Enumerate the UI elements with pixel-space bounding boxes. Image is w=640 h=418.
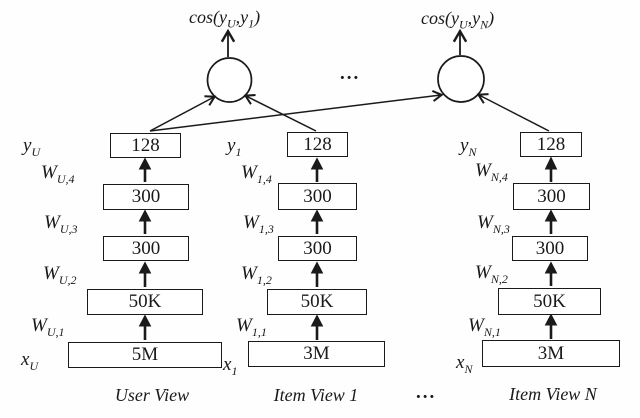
connector-user-to-node1 [149,95,217,132]
cos-sub1: U [458,17,468,32]
user-tower-arrows [138,157,152,340]
user-weight-3: WU,3 [44,213,78,235]
user-input-label: xU [21,350,38,372]
user-layer-128: 128 [110,133,181,158]
user-view-caption: User View [114,385,190,405]
label-sub: 1 [231,363,238,378]
label-sub: N [468,144,477,159]
user-weight-1: WU,1 [31,316,65,338]
item1-weight-2: W1,2 [241,264,272,286]
cos-suffix: ) [254,7,261,27]
itemN-layer-128: 128 [520,132,582,157]
label-sub: 1,1 [251,324,267,339]
ellipsis-top: ... [340,63,361,84]
label-main: W [31,315,47,336]
user-weight-2: WU,2 [43,264,77,286]
label-sub: N,1 [483,324,501,339]
itemN-weight-3: WN,3 [477,213,510,235]
label-sub: N,4 [490,169,508,184]
label-main: y [227,135,236,156]
item1-weight-4: W1,4 [241,163,272,185]
label-sub: U,1 [46,324,65,339]
user-weight-4: WU,4 [41,163,75,185]
label-sub: 1,3 [258,221,274,236]
user-layer-5m: 5M [68,342,222,368]
label-main: W [477,212,493,233]
ellipsis-bottom: ... [416,382,437,403]
cos-sub2: N [480,17,489,32]
label-sub: U,4 [56,171,75,186]
label-main: W [43,263,59,284]
item-view-n-caption: Item View N [509,384,597,404]
label-main: y [460,135,469,156]
label-main: x [456,352,465,373]
user-layer-50k: 50K [87,289,203,315]
itemN-layer-50k: 50K [498,288,601,315]
label-main: W [243,212,259,233]
label-main: W [44,212,60,233]
item1-output-label: y1 [227,136,241,158]
itemN-tower-arrows [544,156,558,339]
item1-layer-300a: 300 [278,183,357,210]
user-layer-300b: 300 [103,236,189,261]
label-sub: 1,2 [256,272,272,287]
item1-layer-50k: 50K [267,289,367,315]
label-sub: 1,4 [256,171,272,186]
itemN-layer-3m: 3M [482,340,620,367]
connector-item1-to-node1 [243,94,317,132]
label-sub: N,3 [492,221,510,236]
item-view-1-caption: Item View 1 [273,385,359,405]
label-sub: U [31,144,41,159]
user-layer-300a: 300 [103,184,189,210]
label-main: W [241,263,257,284]
cosine-node-1 [206,57,253,103]
cos-sub2: 1 [248,16,255,31]
label-sub: N [464,361,473,376]
label-main: x [223,354,232,375]
itemN-output-label: yN [460,136,476,158]
itemN-weight-4: WN,4 [475,161,508,183]
cos-mid: ,y [467,8,481,28]
item1-weight-1: W1,1 [236,316,267,338]
label-main: x [21,349,30,370]
itemN-weight-2: WN,2 [475,263,508,285]
label-main: W [475,262,491,283]
label-main: W [241,162,257,183]
item1-tower-arrows [310,157,324,340]
cos-suffix: ) [488,8,495,28]
cosine-node-2 [437,55,485,103]
connector-user-to-node2 [149,89,444,132]
itemN-layer-300b: 300 [512,236,588,261]
itemN-weight-1: WN,1 [468,316,501,338]
cos-mid: ,y [235,7,249,27]
cosine-label-2: cos(yU,yN) [421,9,494,31]
cos-sub1: U [226,16,236,31]
cos-prefix: cos(y [421,8,459,28]
cos-prefix: cos(y [189,7,227,27]
item1-layer-3m: 3M [248,341,385,367]
item1-input-label: x1 [223,355,237,377]
label-sub: U,2 [58,272,77,287]
item1-layer-300b: 300 [278,236,357,261]
label-sub: N,2 [490,271,508,286]
itemN-input-label: xN [456,353,472,375]
label-main: W [468,315,484,336]
label-main: W [475,160,491,181]
itemN-layer-300a: 300 [513,183,590,210]
cosine-label-1: cos(yU,y1) [189,8,260,30]
label-main: y [23,135,32,156]
label-sub: U,3 [59,221,78,236]
item1-weight-3: W1,3 [243,213,274,235]
label-sub: 1 [235,144,242,159]
label-sub: U [29,358,39,373]
label-main: W [236,315,252,336]
item1-layer-128: 128 [287,132,348,157]
label-main: W [41,162,57,183]
user-output-label: yU [23,136,40,158]
connector-itemN-to-node2 [476,93,550,132]
